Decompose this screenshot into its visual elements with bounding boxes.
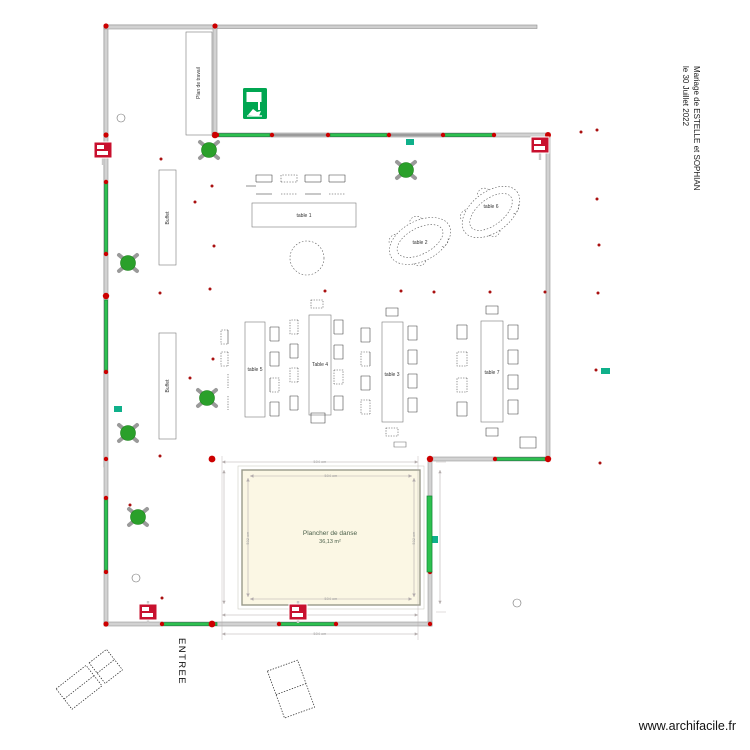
furniture-table-2-cluster [388,215,451,267]
right-door-leaf [426,495,433,573]
dim-outer-top: 504 cm [313,460,327,464]
misc-marks [116,113,522,608]
furniture-buffet-1 [158,169,177,266]
furniture-round-table [289,240,325,276]
chairs-table-1 [246,174,346,195]
dance-floor-dimension-lines [246,474,416,601]
fire-extinguisher-signs [93,136,550,623]
wall-nodes[interactable] [102,23,552,628]
title-line-2: le 30 Juillet 2022 [681,66,690,127]
plant-symbols [117,140,417,527]
dance-floor-room[interactable] [237,465,425,610]
entrance-label: ENTREE [176,638,187,685]
emergency-exit-sign [243,88,267,119]
furniture-table-6-cluster [460,185,521,239]
furniture-table-3 [381,321,404,423]
label-table-6: table 6 [483,204,499,210]
label-table-3: table 3 [384,372,400,378]
label-table-4: Table 4 [311,362,329,368]
label-table-7: table 7 [484,370,500,376]
watermark: www.archifacile.fr [638,719,736,733]
label-table-2: table 2 [412,240,428,246]
label-table-5: table 5 [247,367,263,373]
label-buffet-2: Buffet [165,379,171,393]
reference-points [128,128,602,600]
furniture-buffet-2 [158,332,177,440]
outer-dimension-lines [221,456,446,640]
furniture-plan-de-travail [185,31,213,136]
furniture-shapes [158,31,504,440]
green-tags [114,139,610,543]
title-block: Mariage de ESTELLE et SOPHIAN le 30 Juil… [681,66,702,196]
dim-outer-bottom: 504 cm [313,632,327,636]
dance-floor-name: Plancher de danse [302,530,358,537]
exterior-sketch-left [55,648,123,710]
wall-openings [274,133,441,137]
title-line-1: Mariage de ESTELLE et SOPHIAN [692,66,701,191]
dim-dance-right: 532 cm [412,531,416,545]
exterior-sketch-right [266,659,316,719]
window-segments [104,133,548,626]
furniture-table-5 [244,321,266,418]
chairs-vertical-tables [220,299,537,449]
furniture-table-1 [251,202,357,228]
dance-floor-label: Plancher de danse 36,13 m² [303,529,357,547]
dim-dance-bottom: 504 cm [324,597,338,601]
label-plan-de-travail: Plan de travail [196,67,202,99]
dim-dance-left: 532 cm [246,531,250,545]
dim-dance-top: 504 cm [324,474,338,478]
dance-floor-area: 36,13 m² [319,539,341,545]
label-buffet-1: Buffet [165,211,171,225]
furniture-table-4 [308,314,332,416]
furniture-table-7 [480,320,504,423]
label-table-1: table 1 [296,213,312,219]
